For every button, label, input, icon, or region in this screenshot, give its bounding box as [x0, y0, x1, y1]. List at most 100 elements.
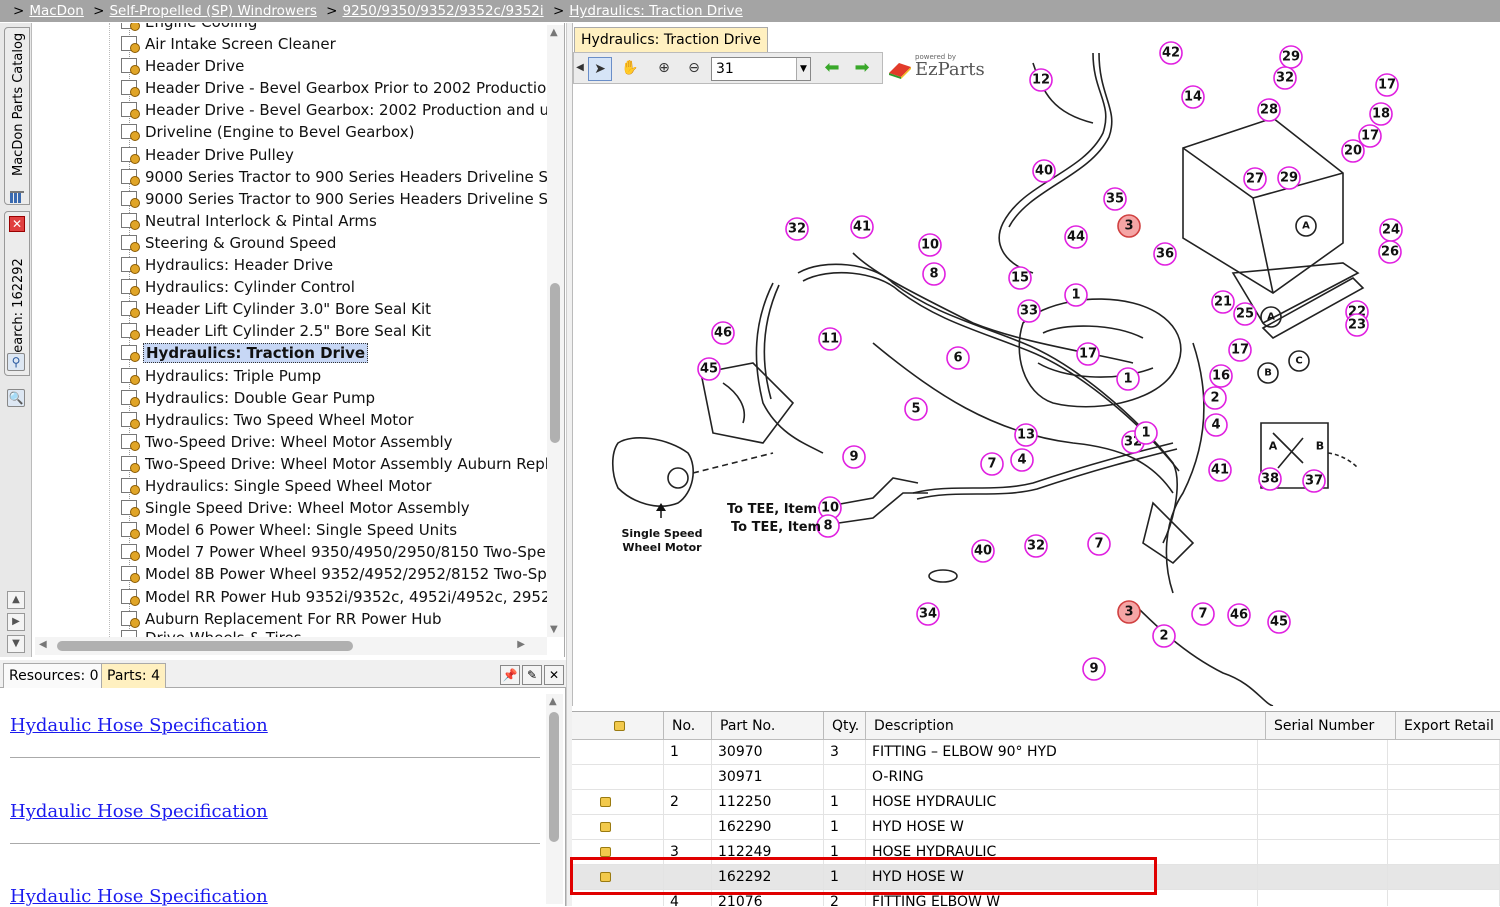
pane-splitter[interactable]	[566, 23, 572, 906]
scroll-left-arrow-icon[interactable]: ◀	[39, 639, 47, 650]
callout-item-20[interactable]: 20	[1341, 139, 1365, 163]
column-part-no[interactable]: Part No.	[712, 712, 824, 740]
callout-item-28[interactable]: 28	[1257, 98, 1281, 122]
tab-search[interactable]: ✕ Search: 162292	[4, 211, 30, 376]
image-icon[interactable]	[600, 797, 611, 807]
callout-item-41[interactable]: 41	[1208, 458, 1232, 482]
callout-item-7[interactable]: 7	[1191, 602, 1215, 626]
edit-icon[interactable]: ✎	[522, 665, 542, 685]
tree-item[interactable]: Model 8B Power Wheel 9352/4952/2952/8152…	[121, 563, 549, 585]
tree-vertical-scrollbar[interactable]: ▲ ▼	[547, 25, 564, 637]
column-export-retail[interactable]: Export Retail	[1396, 712, 1500, 740]
tree-item[interactable]: Hydraulics: Double Gear Pump	[121, 387, 377, 409]
tab-parts-catalog[interactable]: MacDon Parts Catalog	[4, 27, 30, 205]
callout-item-5[interactable]: 5	[904, 397, 928, 421]
callout-item-46[interactable]: 46	[1227, 603, 1251, 627]
tab-parts[interactable]: Parts: 4	[101, 663, 167, 688]
callout-item-17[interactable]: 17	[1076, 342, 1100, 366]
breadcrumb-link-current[interactable]: Hydraulics: Traction Drive	[569, 3, 743, 19]
callout-item-40[interactable]: 40	[1032, 159, 1056, 183]
column-serial-number[interactable]: Serial Number	[1266, 712, 1396, 740]
callout-item-32[interactable]: 32	[1024, 534, 1048, 558]
tree-item[interactable]: Steering & Ground Speed	[121, 232, 338, 254]
tree-item[interactable]: Header Lift Cylinder 3.0" Bore Seal Kit	[121, 298, 433, 320]
callout-item-21[interactable]: 21	[1211, 290, 1235, 314]
callout-item-4[interactable]: 4	[1204, 413, 1228, 437]
scroll-down-icon[interactable]: ▼	[7, 635, 25, 653]
tree-item[interactable]: Header Lift Cylinder 2.5" Bore Seal Kit	[121, 320, 433, 342]
breadcrumb-link-model[interactable]: 9250/9350/9352/9352c/9352i	[342, 3, 544, 19]
column-qty[interactable]: Qty.	[824, 712, 866, 740]
breadcrumb-link-macdon[interactable]: MacDon	[29, 3, 84, 19]
callout-item-45[interactable]: 45	[1267, 610, 1291, 634]
tree-item[interactable]: Hydraulics: Cylinder Control	[121, 276, 357, 298]
callout-item-42[interactable]: 42	[1159, 41, 1183, 65]
image-icon[interactable]	[600, 822, 611, 832]
callout-item-37[interactable]: 37	[1302, 469, 1326, 493]
callout-item-3[interactable]: 3	[1117, 600, 1141, 624]
resource-link-hose-spec[interactable]: Hydaulic Hose Specification	[10, 715, 268, 736]
callout-item-45[interactable]: 45	[697, 357, 721, 381]
callout-item-8[interactable]: 8	[816, 514, 840, 538]
callout-item-6[interactable]: 6	[946, 346, 970, 370]
tree-item[interactable]: Header Drive - Bevel Gearbox Prior to 20…	[121, 77, 552, 99]
close-search-icon[interactable]: ✕	[9, 216, 25, 232]
callout-item-32[interactable]: 32	[1273, 66, 1297, 90]
image-icon[interactable]	[600, 872, 611, 882]
callout-item-38[interactable]: 38	[1258, 467, 1282, 491]
callout-item-17[interactable]: 17	[1358, 124, 1382, 148]
callout-item-7[interactable]: 7	[980, 452, 1004, 476]
callout-item-10[interactable]: 10	[918, 233, 942, 257]
callout-item-23[interactable]: 23	[1345, 313, 1369, 337]
tree-item[interactable]: Header Drive - Bevel Gearbox: 2002 Produ…	[121, 99, 551, 121]
zoom-search-icon[interactable]: 🔍	[7, 389, 25, 407]
callout-item-9[interactable]: 9	[842, 445, 866, 469]
wrench-icon[interactable]: ⚲	[7, 353, 25, 371]
scroll-right-icon[interactable]: ▶	[7, 613, 25, 631]
callout-item-33[interactable]: 33	[1017, 299, 1041, 323]
tree-item[interactable]: Two-Speed Drive: Wheel Motor Assembly	[121, 431, 455, 453]
callout-item-8[interactable]: 8	[922, 262, 946, 286]
breadcrumb-link-windrowers[interactable]: Self-Propelled (SP) Windrowers	[109, 3, 317, 19]
callout-item-12[interactable]: 12	[1029, 68, 1053, 92]
scroll-right-arrow-icon[interactable]: ▶	[517, 639, 525, 650]
tree-item[interactable]: Hydraulics: Header Drive	[121, 254, 335, 276]
callout-item-18[interactable]: 18	[1369, 102, 1393, 126]
tree-item[interactable]: 9000 Series Tractor to 900 Series Header…	[121, 166, 550, 188]
resources-scrollbar[interactable]: ▲	[546, 694, 563, 904]
callout-item-35[interactable]: 35	[1103, 187, 1127, 211]
back-arrow-icon[interactable]: ⬅	[824, 57, 840, 78]
tree-item[interactable]: Header Drive	[121, 55, 246, 77]
forward-arrow-icon[interactable]: ➡	[854, 57, 870, 78]
image-icon[interactable]	[600, 847, 611, 857]
tree-item[interactable]: Neutral Interlock & Pintal Arms	[121, 210, 379, 232]
column-no[interactable]: No.	[664, 712, 712, 740]
callout-item-13[interactable]: 13	[1014, 423, 1038, 447]
tree-item[interactable]: Two-Speed Drive: Wheel Motor Assembly Au…	[121, 453, 551, 475]
tree-item[interactable]: Auburn Replacement For RR Power Hub	[121, 608, 444, 630]
callout-item-1[interactable]: 1	[1134, 421, 1158, 445]
callout-item-9[interactable]: 9	[1082, 657, 1106, 681]
zoom-out-icon[interactable]: ⊖	[688, 60, 700, 76]
tree-hscroll-thumb[interactable]	[57, 641, 353, 651]
callout-item-2[interactable]: 2	[1152, 624, 1176, 648]
callout-item-15[interactable]: 15	[1008, 266, 1032, 290]
chevron-down-icon[interactable]: ▼	[796, 58, 810, 80]
callout-item-25[interactable]: 25	[1233, 302, 1257, 326]
resources-scroll-thumb[interactable]	[549, 712, 559, 842]
callout-item-44[interactable]: 44	[1064, 225, 1088, 249]
tree-scroll-thumb[interactable]	[550, 283, 560, 443]
tree-item[interactable]: Header Drive Pulley	[121, 144, 296, 166]
callout-item-27[interactable]: 27	[1243, 167, 1267, 191]
tree-item[interactable]: Hydraulics: Single Speed Wheel Motor	[121, 475, 434, 497]
scroll-up-arrow-icon[interactable]: ▲	[550, 27, 558, 38]
scroll-down-arrow-icon[interactable]: ▼	[550, 624, 558, 635]
tree-item[interactable]: Single Speed Drive: Wheel Motor Assembly	[121, 497, 472, 519]
select-pointer-icon[interactable]: ➤	[588, 57, 612, 81]
